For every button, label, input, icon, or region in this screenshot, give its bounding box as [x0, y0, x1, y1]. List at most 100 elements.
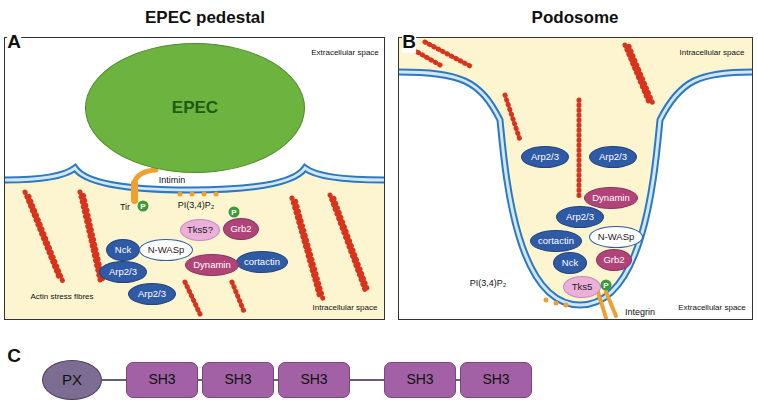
region-label: Intracellular space — [311, 303, 380, 312]
pip-lipid — [178, 192, 183, 197]
protein-blob: Arp2/3 — [556, 206, 604, 228]
pip-lipid — [554, 301, 559, 306]
protein-blob: Dynamin — [185, 254, 240, 276]
region-label: Extracellular space — [676, 303, 748, 312]
protein-blob: Tks5? — [180, 219, 220, 241]
node-text: cortactin — [244, 257, 280, 267]
node-text: Dynamin — [193, 260, 231, 270]
actin-filament — [28, 194, 63, 282]
protein-blob: N-WASp — [139, 239, 193, 261]
panel-a-ground — [5, 168, 384, 319]
panel-a-ground — [5, 168, 384, 319]
sh3-domain: SH3 — [126, 362, 198, 398]
sh3-domain: SH3 — [384, 362, 456, 398]
cell-membrane — [399, 72, 752, 305]
protein-blob: cortactin — [530, 230, 583, 252]
node-text: Tks5 — [572, 282, 593, 292]
protein-blob: cortactin — [236, 251, 289, 273]
node-text: Nck — [115, 245, 131, 255]
actin-filament — [625, 45, 650, 105]
region-label: Extracellular space — [309, 48, 381, 57]
actin-filament — [80, 192, 100, 280]
node-text: PX — [62, 372, 82, 389]
node-text: N-WASp — [598, 232, 635, 242]
region-label: Actin stress fibres — [28, 292, 95, 301]
actin-filament — [232, 282, 245, 314]
phosphate-mark: P — [229, 207, 240, 218]
pip-lipid — [178, 192, 569, 308]
actin-filament — [505, 95, 520, 140]
node-text: EPEC — [172, 99, 218, 118]
intimin-protein — [134, 170, 156, 183]
integrin-receptor — [606, 292, 616, 316]
node-text: Tks5? — [187, 225, 213, 235]
protein-blob: Arp2/3 — [128, 283, 176, 305]
domain-linker — [350, 379, 384, 381]
integrin-receptor — [598, 292, 616, 318]
panel-letter: B — [402, 31, 416, 53]
panel-b-ground — [399, 38, 752, 305]
actin-filament — [628, 44, 653, 104]
cell-membrane — [399, 72, 752, 305]
protein-blob: Dynamin — [584, 187, 639, 209]
node-text: SH3 — [148, 372, 175, 387]
panel-title: EPEC pedestal — [145, 8, 265, 28]
actin-filament — [577, 100, 582, 200]
node-text: Arp2/3 — [138, 289, 166, 299]
node-text: Arp2/3 — [566, 212, 594, 222]
part-label: PI(3,4)P₂ — [468, 278, 509, 288]
pip-lipid — [202, 192, 207, 197]
integrin-receptor — [598, 292, 606, 318]
node-text: Grb2 — [230, 224, 251, 234]
panel-letter: C — [7, 345, 21, 367]
protein-blob: Arp2/3 — [99, 261, 147, 283]
node-text: N-WASp — [148, 245, 185, 255]
node-text: SH3 — [300, 372, 327, 387]
protein-blob: Grb2 — [596, 249, 632, 271]
part-label: Integrin — [623, 307, 657, 317]
panel-b-ground — [399, 38, 752, 305]
pip-lipid — [190, 192, 195, 197]
node-text: Arp2/3 — [599, 152, 627, 162]
pip-lipid — [564, 303, 569, 308]
node-text: Arp2/3 — [109, 267, 137, 277]
protein-blob: Tks5 — [563, 276, 601, 298]
node-text: SH3 — [406, 372, 433, 387]
part-label: PI(3,4)P₂ — [176, 200, 217, 210]
node-text: Nck — [562, 258, 578, 268]
node-text: SH3 — [482, 372, 509, 387]
actin-filament — [292, 198, 320, 298]
part-label: Intimin — [157, 175, 188, 185]
node-text: cortactin — [538, 236, 574, 246]
protein-blob: N-WASp — [589, 226, 643, 248]
panel-title: Podosome — [532, 8, 619, 28]
part-label: Tir — [118, 202, 132, 212]
protein-blob: Grb2 — [223, 218, 259, 240]
panel-frame — [399, 38, 753, 320]
intimin-protein — [134, 170, 156, 183]
phosphate-mark: P — [601, 280, 612, 291]
phosphate-mark: P — [138, 201, 149, 212]
sh3-domain: SH3 — [278, 362, 350, 398]
node-text: Grb2 — [603, 255, 624, 265]
bacterium-cell: EPEC — [85, 43, 305, 173]
sh3-domain: SH3 — [202, 362, 274, 398]
actin-filament — [185, 282, 200, 314]
domain-linker — [102, 379, 126, 381]
node-text: Arp2/3 — [531, 152, 559, 162]
panel-frame — [5, 38, 753, 320]
node-text: Dynamin — [592, 193, 630, 203]
actin-filament — [333, 196, 368, 291]
panel-letter: A — [7, 31, 21, 53]
protein-blob: Arp2/3 — [521, 146, 569, 168]
panel-frame — [5, 38, 385, 320]
actin-filament — [295, 199, 323, 299]
actin-filament — [425, 42, 470, 66]
protein-blob: Nck — [106, 239, 140, 261]
pip-lipid — [214, 192, 219, 197]
px-domain: PX — [42, 360, 102, 400]
region-label: Intracellular space — [678, 48, 747, 57]
sh3-domain: SH3 — [460, 362, 532, 398]
protein-blob: Arp2/3 — [589, 146, 637, 168]
